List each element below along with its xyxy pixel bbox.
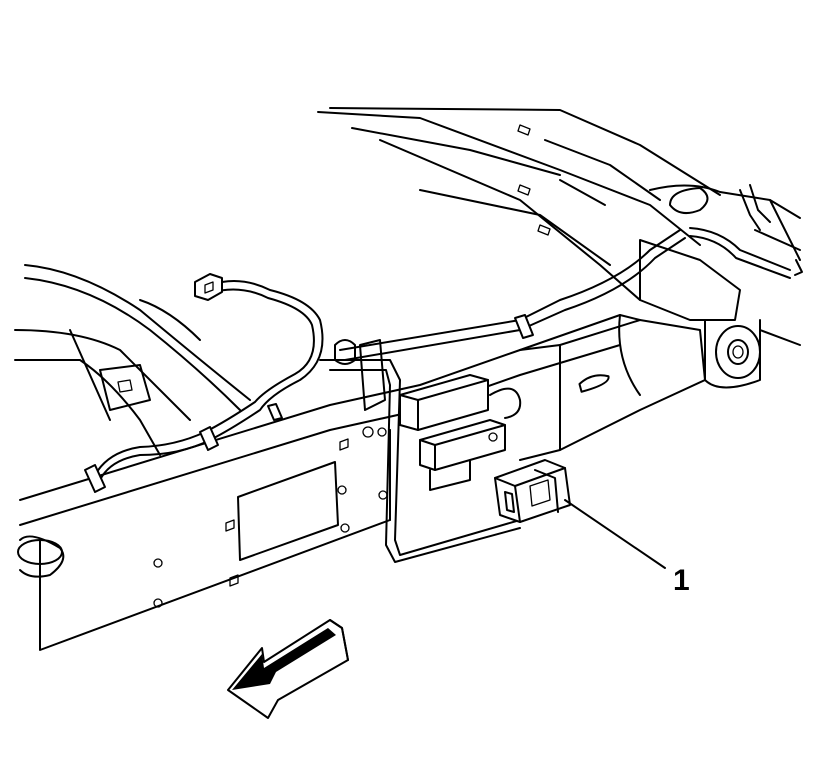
callout-leader (564, 499, 666, 569)
callout-label-1: 1 (673, 564, 690, 597)
electrical-connector (494, 459, 571, 523)
wiring-harness (84, 184, 803, 563)
left-frame-rail (14, 264, 251, 456)
direction-arrow (227, 619, 349, 719)
module-bracket (334, 339, 522, 500)
upper-frame-rail (317, 107, 721, 301)
